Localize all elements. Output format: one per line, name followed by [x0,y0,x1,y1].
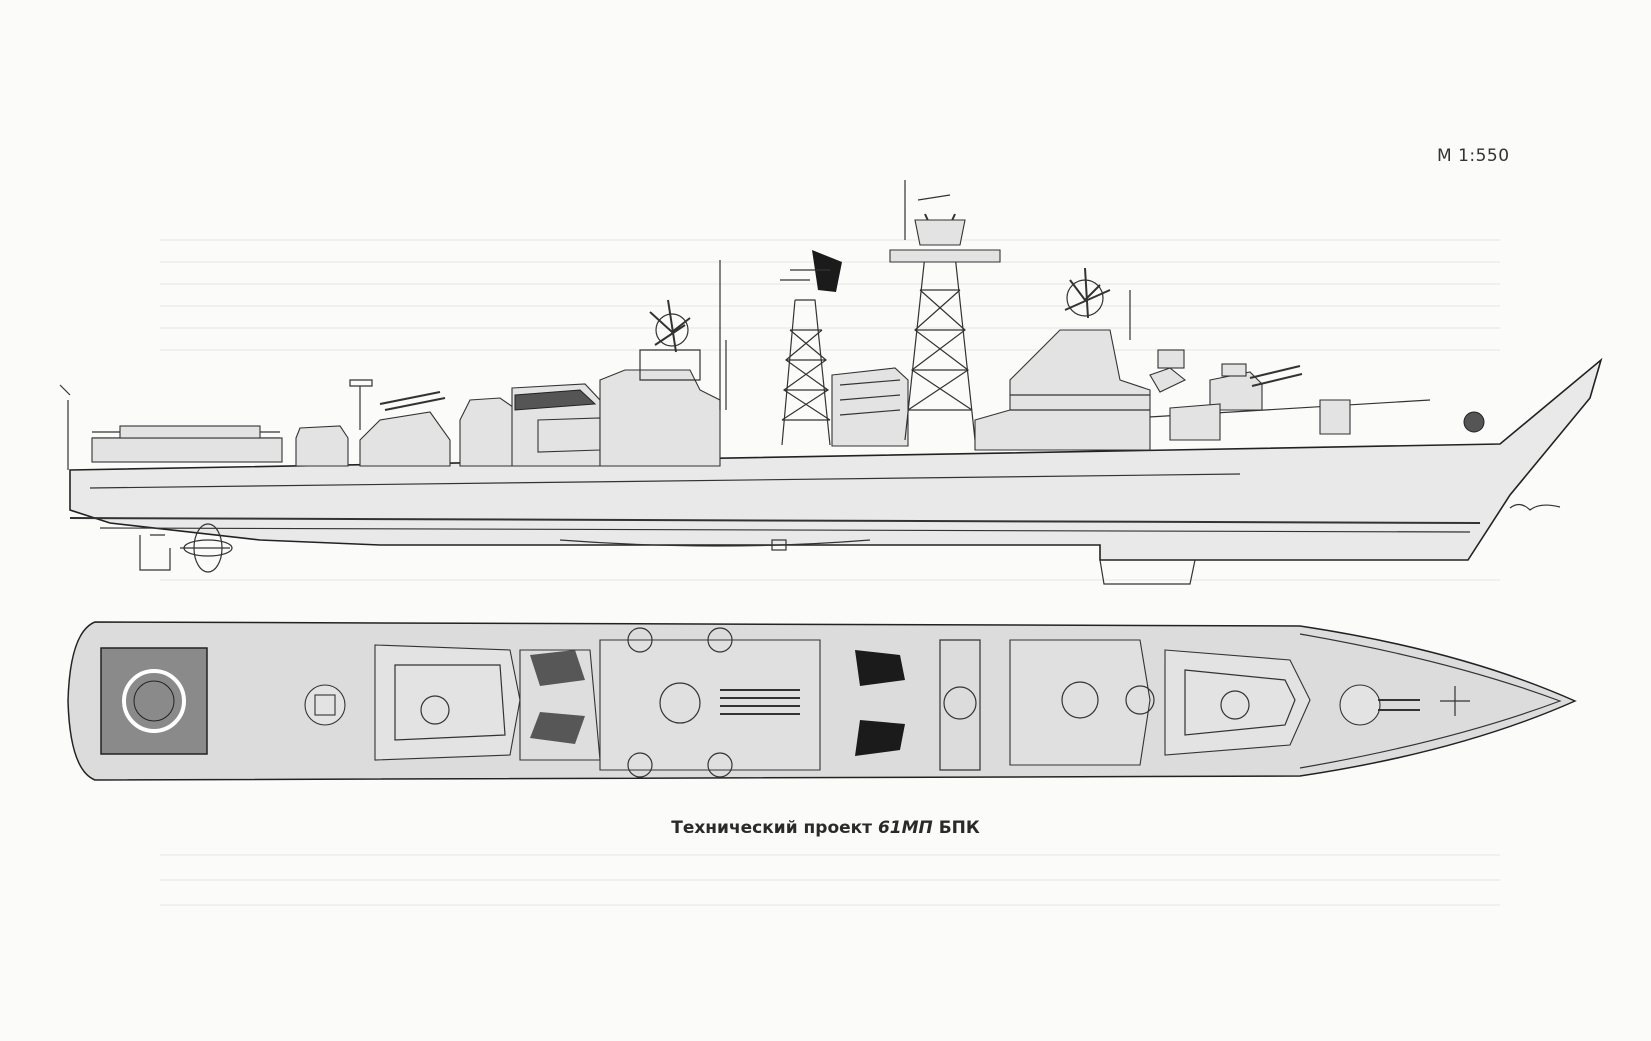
top-plan-view [67,621,1577,781]
radar-icon [1064,267,1111,319]
scale-label: М 1:550 [1437,146,1510,166]
forward-lattice-mast [780,250,842,446]
radar-icon [649,299,691,353]
forward-missile-boxes [855,650,905,756]
propeller-icon [139,523,233,573]
torpedo-tubes [720,689,800,715]
figure-caption: Технический проект 61МП БПК [0,818,1651,838]
helipad [100,647,208,755]
caption-prefix: Технический проект [671,818,878,838]
aft-launcher [349,379,451,467]
caption-suffix: БПК [932,818,980,838]
main-lattice-mast [889,180,1001,441]
forward-gun-turret [1209,363,1303,411]
side-profile-view [59,180,1603,906]
caption-project: 61МП [877,818,933,838]
aft-missile-boxes [519,649,601,761]
